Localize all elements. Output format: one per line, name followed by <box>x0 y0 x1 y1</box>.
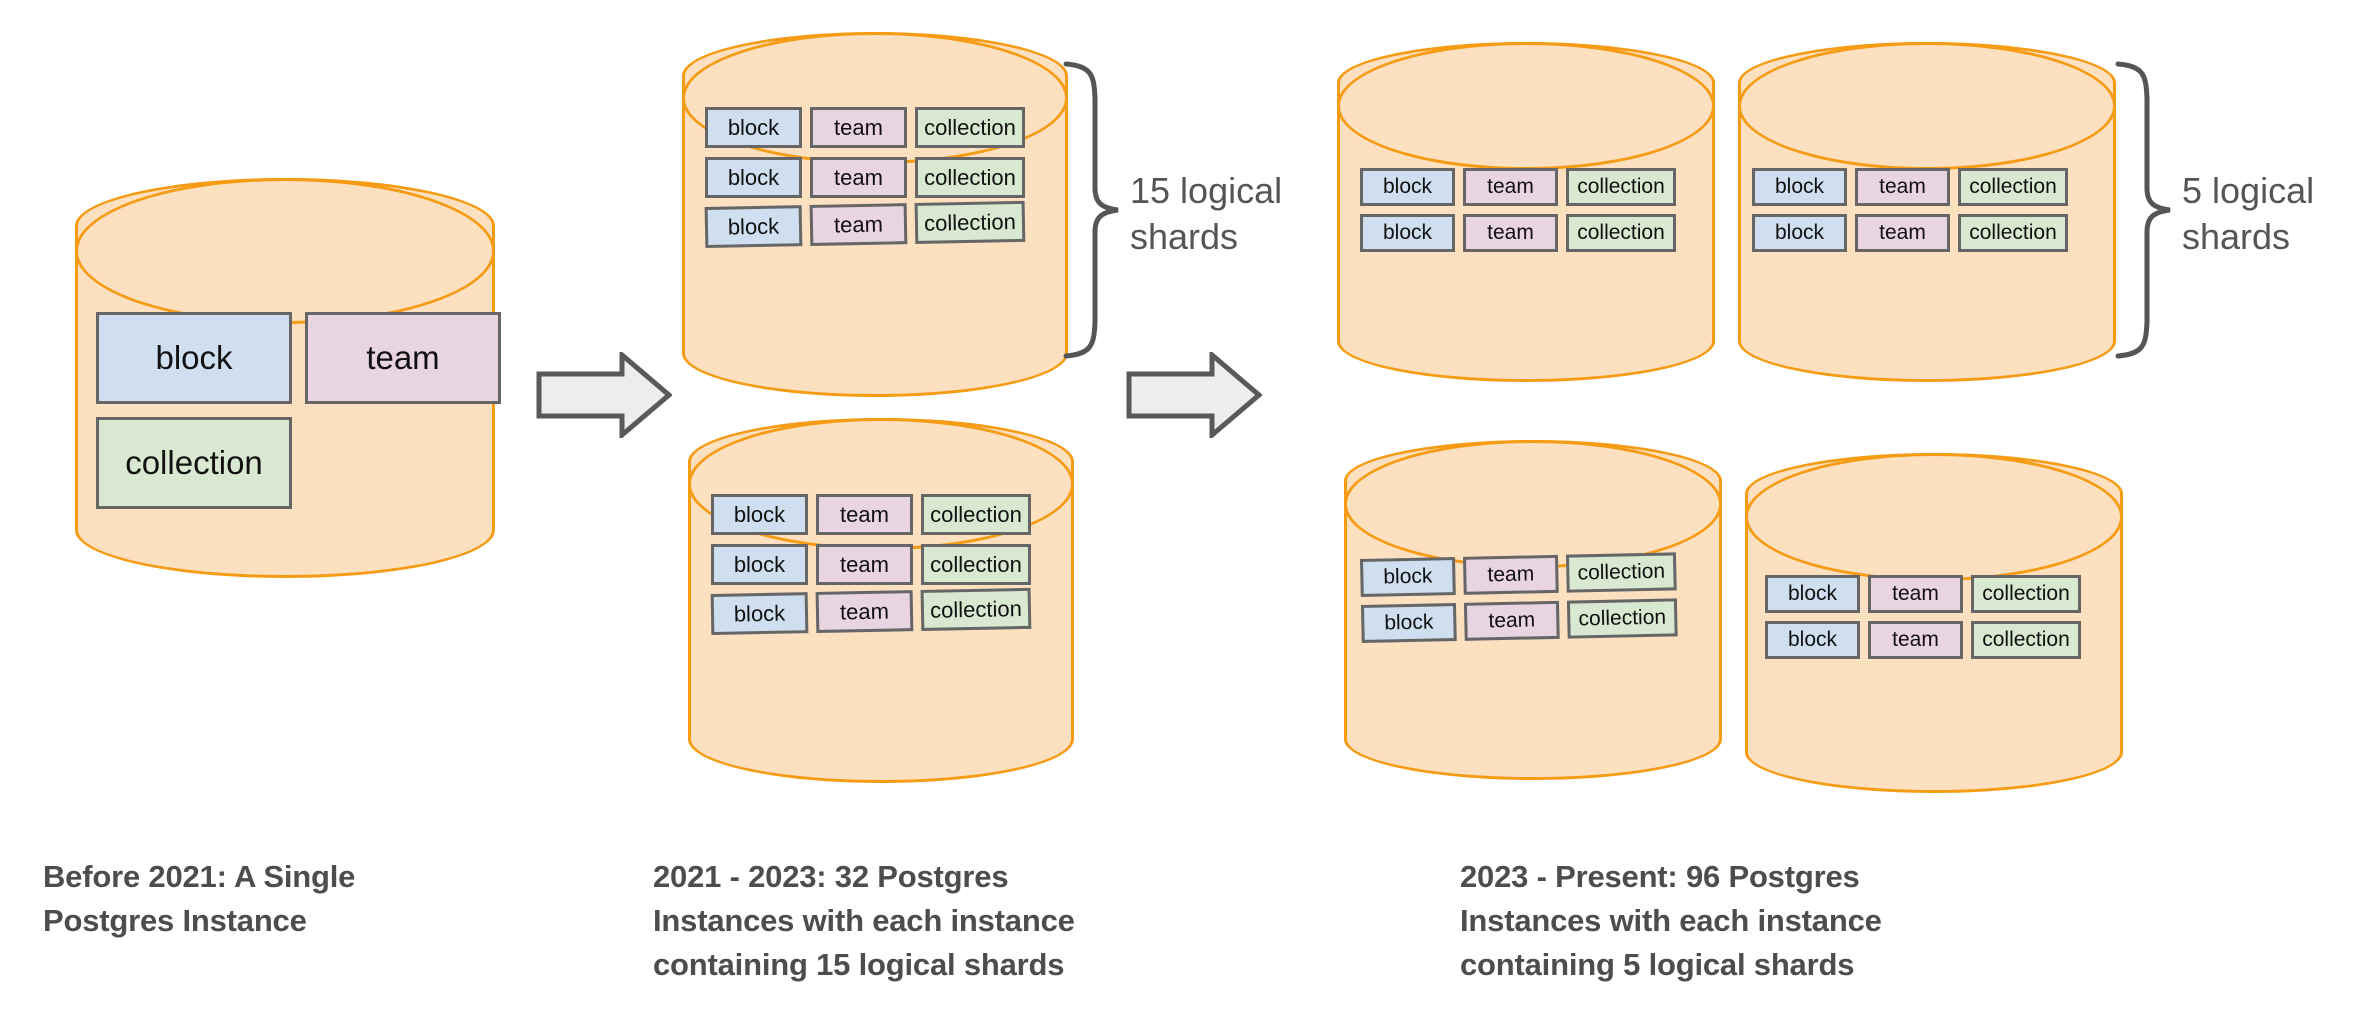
cylinder-top-ellipse <box>1745 453 2123 581</box>
brace-label-5-logical-shards: 5 logical shards <box>2182 170 2315 257</box>
shard-cell-block: block <box>1360 214 1455 252</box>
shard-cell-block: block <box>711 494 808 535</box>
shard-cell-team: team <box>1868 621 1963 659</box>
cylinder-top-ellipse <box>1337 42 1715 170</box>
shard-cell-team: team <box>1462 554 1559 595</box>
shard-cell-collection: collection <box>915 107 1025 148</box>
shard-grid-2023-a: block team collection block team collect… <box>1360 168 1676 252</box>
postgres-instance-2023-a <box>1337 42 1715 382</box>
shard-cell-team: team <box>1855 214 1950 252</box>
shard-cell-collection: collection <box>1566 214 1676 252</box>
shard-cell-team: team <box>809 203 908 246</box>
brace-15-logical-shards <box>1063 61 1119 359</box>
shard-cell-collection: collection <box>915 157 1025 198</box>
shard-cell-collection: collection <box>1566 168 1676 206</box>
cylinder-top-ellipse <box>75 178 495 324</box>
shard-cell-collection: collection <box>921 544 1031 585</box>
caption-before-2021: Before 2021: A Single Postgres Instance <box>43 859 356 939</box>
caption-2023-present: 2023 - Present: 96 Postgres Instances wi… <box>1460 859 1882 983</box>
arrow-stage2-to-stage3 <box>1126 352 1262 438</box>
shard-cell-block: block <box>1765 575 1860 613</box>
shard-cell-block: block <box>704 205 803 248</box>
postgres-instance-2023-b <box>1738 42 2116 382</box>
shard-cell-team: team <box>1855 168 1950 206</box>
shard-cell-block: block <box>1360 603 1457 643</box>
brace-label-15-logical-shards: 15 logical shards <box>1130 170 1283 257</box>
caption-2021-2023: 2021 - 2023: 32 Postgres Instances with … <box>653 859 1075 983</box>
shard-cell-block: block <box>1752 168 1847 206</box>
shard-cell-block: block <box>705 107 802 148</box>
shard-grid-2023-b: block team collection block team collect… <box>1752 168 2068 252</box>
shard-cell-team: team <box>305 312 501 404</box>
shard-cell-block: block <box>96 312 292 404</box>
shard-grid-2023-c: block team collection block team collect… <box>1360 552 1678 643</box>
shard-cell-collection: collection <box>1565 552 1677 593</box>
shard-grid-2021-b: block team collection block team collect… <box>710 494 1051 635</box>
shard-cell-block: block <box>1752 214 1847 252</box>
shard-cell-block: block <box>711 544 808 585</box>
shard-cell-team: team <box>815 590 914 633</box>
shard-cell-team: team <box>1463 214 1558 252</box>
shard-cell-collection: collection <box>921 494 1031 535</box>
shard-cell-block: block <box>705 157 802 198</box>
shard-cell-collection: collection <box>96 417 292 509</box>
shard-cell-collection: collection <box>1971 575 2081 613</box>
shard-cell-block: block <box>710 592 809 635</box>
arrow-stage1-to-stage2 <box>536 352 672 438</box>
shard-cell-collection: collection <box>1566 598 1678 639</box>
shard-cell-team: team <box>1463 600 1560 641</box>
shard-cell-collection: collection <box>914 200 1026 244</box>
shard-cell-team: team <box>816 544 913 585</box>
shard-cell-team: team <box>1868 575 1963 613</box>
shard-grid-2021-a: block team collection block team collect… <box>704 107 1045 248</box>
shard-cell-block: block <box>1360 557 1456 597</box>
shard-cell-team: team <box>810 157 907 198</box>
shard-cell-team: team <box>1463 168 1558 206</box>
shard-cell-collection: collection <box>1958 214 2068 252</box>
shard-cell-collection: collection <box>1971 621 2081 659</box>
shard-grid-2023-d: block team collection block team collect… <box>1765 575 2081 659</box>
shard-cell-block: block <box>1360 168 1455 206</box>
brace-5-logical-shards <box>2115 61 2171 359</box>
cylinder-top-ellipse <box>1738 42 2116 170</box>
shard-cell-team: team <box>810 107 907 148</box>
shard-cell-collection: collection <box>920 587 1032 631</box>
shard-cell-collection: collection <box>1958 168 2068 206</box>
shard-cell-team: team <box>816 494 913 535</box>
cylinder-top-ellipse <box>1344 440 1722 568</box>
shard-cell-block: block <box>1765 621 1860 659</box>
